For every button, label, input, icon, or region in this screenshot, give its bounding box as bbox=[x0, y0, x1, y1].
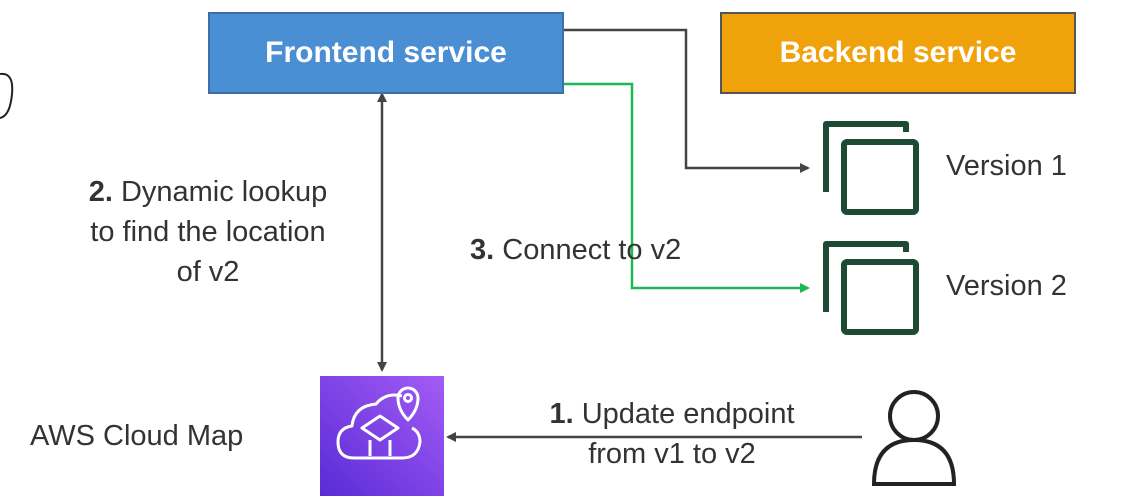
lookup-line-2: to find the location bbox=[90, 216, 326, 248]
lookup-line-3: of v2 bbox=[176, 256, 240, 288]
cloud-map-icon bbox=[320, 376, 444, 496]
update-line-2: from v1 to v2 bbox=[588, 438, 756, 470]
update-step: 1. bbox=[549, 398, 574, 430]
connect-note: 3. Connect to v2 bbox=[470, 234, 681, 267]
connector-frontend-to-version2 bbox=[564, 82, 810, 293]
update-note: 1. Update endpoint from v1 to v2 bbox=[506, 394, 838, 474]
frontend-service-box[interactable]: Frontend service bbox=[208, 12, 564, 94]
version1-label: Version 1 bbox=[946, 150, 1067, 182]
backend-service-label: Backend service bbox=[779, 36, 1017, 69]
connector-frontend-to-version1 bbox=[564, 28, 810, 173]
connect-text: Connect to v2 bbox=[502, 234, 682, 266]
partial-glyph bbox=[0, 72, 14, 119]
user-icon bbox=[871, 390, 957, 486]
version2-icon bbox=[823, 241, 919, 335]
frontend-service-label: Frontend service bbox=[265, 36, 507, 69]
version2-label: Version 2 bbox=[946, 270, 1067, 302]
version1-icon bbox=[823, 121, 919, 215]
lookup-note: 2. Dynamic lookup to find the location o… bbox=[50, 172, 366, 292]
backend-service-box[interactable]: Backend service bbox=[720, 12, 1076, 94]
cloud-map-label: AWS Cloud Map bbox=[30, 420, 244, 452]
lookup-line-1: Dynamic lookup bbox=[120, 176, 328, 208]
connect-step: 3. bbox=[470, 234, 495, 266]
lookup-step: 2. bbox=[88, 176, 113, 208]
update-line-1: Update endpoint bbox=[581, 398, 795, 430]
